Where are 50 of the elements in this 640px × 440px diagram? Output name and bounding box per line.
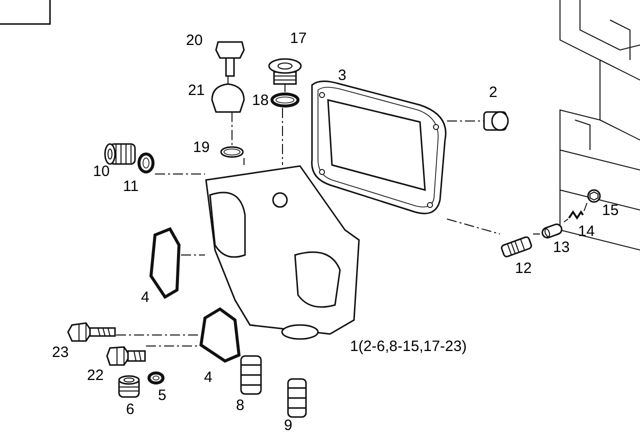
callout-number: 8	[236, 398, 244, 413]
plug-drawing	[483, 111, 509, 131]
bolt-drawing	[67, 322, 116, 342]
plug-drawing	[587, 189, 601, 203]
gasket-drawing	[199, 307, 241, 363]
gasket-drawing	[149, 227, 181, 299]
center-line	[584, 202, 588, 212]
callout-number: 21	[188, 83, 205, 98]
callout-number: 15	[602, 203, 619, 218]
filter-insert-drawing	[240, 355, 262, 395]
center-line	[180, 254, 206, 256]
callout-number: 9	[284, 418, 292, 433]
callout-number: 20	[186, 33, 203, 48]
seal-ring-drawing	[148, 372, 164, 384]
seal-ring-drawing	[138, 152, 154, 174]
seal-ring-drawing	[270, 92, 300, 108]
gasket-drawing	[311, 80, 446, 214]
plug-drawing	[268, 58, 302, 85]
housing-drawing	[205, 165, 360, 340]
callout-number: 19	[193, 140, 210, 155]
spring-drawing	[568, 210, 584, 220]
callout-number: 10	[93, 164, 110, 179]
center-line	[446, 218, 500, 234]
callout-number: 23	[52, 345, 69, 360]
callout-number: 11	[123, 179, 139, 194]
callout-number: 22	[87, 368, 104, 383]
callout-number: 4	[141, 290, 150, 305]
center-line	[284, 84, 286, 92]
callout-number: 3	[338, 68, 346, 83]
callout-number: 5	[158, 388, 166, 403]
callout-number: 12	[515, 261, 532, 276]
center-line	[564, 218, 568, 222]
center-line	[282, 108, 283, 166]
callout-number: 14	[578, 224, 595, 239]
plug-drawing	[118, 375, 140, 398]
center-line	[446, 120, 484, 122]
center-line	[116, 334, 200, 336]
callout-number: 18	[252, 93, 269, 108]
callout-number: 4	[204, 370, 212, 385]
callout-number: 2	[489, 85, 498, 100]
callout-number: 1(2-6,8-15,17-23)	[350, 339, 467, 354]
plug-drawing	[106, 346, 146, 366]
callout-number: 6	[126, 402, 134, 417]
callout-number: 13	[553, 240, 570, 255]
o-ring-drawing	[220, 146, 244, 158]
bolt-drawing	[215, 41, 245, 77]
cover-cap-drawing	[211, 83, 245, 113]
filter-insert-drawing	[287, 378, 307, 418]
callout-number: 17	[290, 31, 307, 46]
plug-drawing	[104, 143, 136, 165]
